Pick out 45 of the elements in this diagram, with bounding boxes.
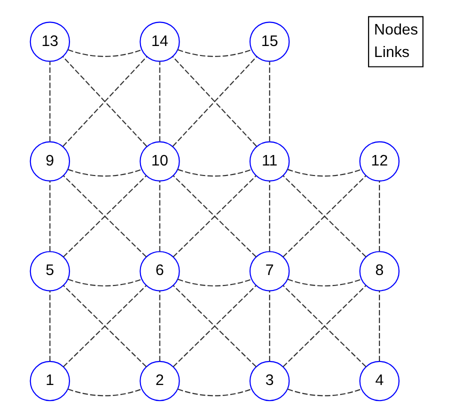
node-circle: 9: [29, 141, 70, 182]
connector: [172, 56, 256, 147]
node-circle: 6: [139, 251, 180, 292]
connector: [282, 285, 366, 368]
node-circle: 7: [248, 251, 290, 292]
connector: [48, 181, 50, 252]
connector: [177, 49, 252, 57]
legend-label: Nodes: [374, 21, 418, 38]
connector: [378, 181, 380, 252]
node-circle: 3: [248, 360, 290, 402]
connector: [282, 175, 366, 258]
connector: [62, 285, 146, 368]
node-circle: 11: [248, 141, 290, 182]
connector: [48, 290, 50, 362]
node-circle: 12: [358, 141, 400, 182]
connector: [177, 168, 252, 177]
connector: [177, 388, 252, 396]
node-circle: 13: [29, 22, 70, 62]
legend-label: Links: [374, 44, 410, 62]
connector: [268, 290, 270, 362]
connector: [158, 62, 160, 142]
connector: [67, 168, 142, 177]
node-circle: 14: [139, 22, 180, 62]
connector: [67, 278, 142, 286]
connector: [268, 62, 270, 142]
node-circle: 15: [248, 22, 290, 62]
connector: [378, 290, 380, 362]
connector: [286, 278, 362, 286]
connector: [286, 388, 362, 396]
connector: [67, 49, 142, 57]
connector: [62, 56, 147, 147]
node-circle: 1: [29, 360, 70, 402]
connector: [67, 388, 142, 396]
connector: [48, 62, 50, 142]
connector: [62, 175, 146, 258]
connector: [286, 168, 362, 177]
connector: [177, 278, 252, 286]
connector: [158, 181, 160, 252]
node-circle: 5: [29, 251, 70, 292]
node-circle: 2: [139, 360, 180, 402]
connector: [268, 181, 270, 252]
node-circle: 4: [358, 360, 400, 402]
node-circle: 10: [139, 141, 180, 182]
connector: [158, 290, 160, 362]
node-circle: 8: [358, 251, 400, 292]
